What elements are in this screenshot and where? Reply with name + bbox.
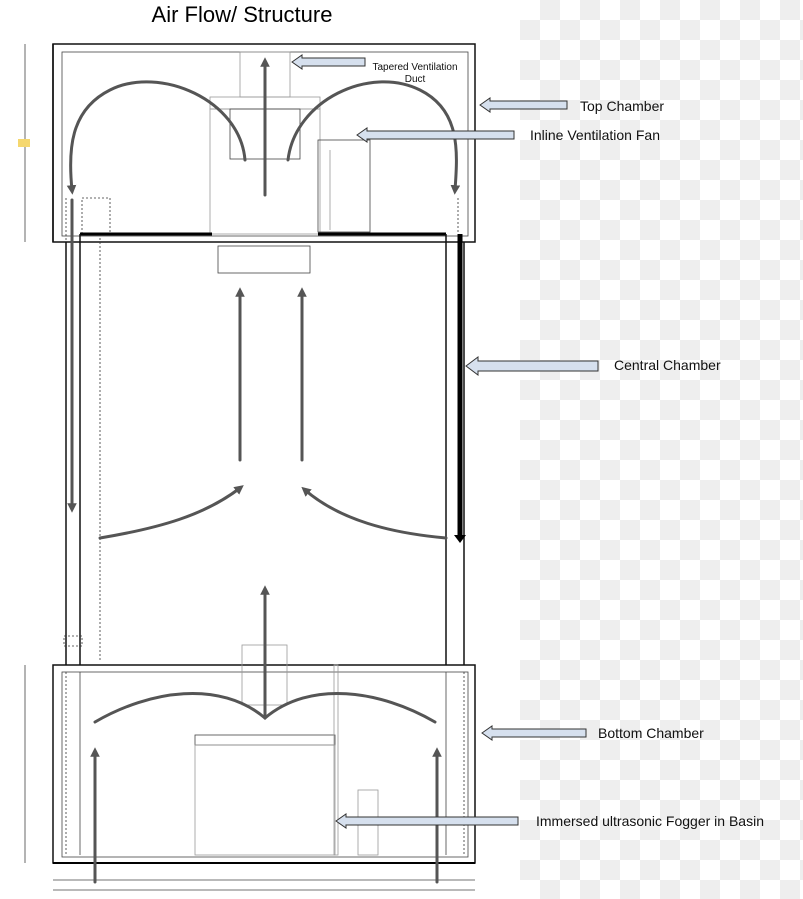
- label-central-chamber: Central Chamber: [614, 357, 721, 373]
- left-pointing-callout-arrow: [335, 813, 519, 829]
- dimension-highlight: [18, 139, 30, 147]
- label-fogger: Immersed ultrasonic Fogger in Basin: [536, 813, 764, 829]
- left-pointing-callout-arrow: [479, 97, 568, 113]
- airflow-arrow: [98, 485, 244, 540]
- airflow-arrows: [66, 57, 461, 884]
- callout-fogger: Immersed ultrasonic Fogger in Basin: [335, 813, 764, 829]
- left-pointing-callout-arrow: [356, 127, 515, 143]
- left-pointing-callout-arrow: [465, 356, 599, 376]
- callout-bottom-chamber: Bottom Chamber: [481, 725, 704, 741]
- airflow-arrow: [66, 80, 247, 195]
- central-chamber-structure: [63, 234, 466, 665]
- label-inline-fan: Inline Ventilation Fan: [530, 127, 660, 143]
- diagram-title: Air Flow/ Structure: [152, 2, 333, 27]
- label-bottom-chamber: Bottom Chamber: [598, 725, 704, 741]
- label-duct-line2: Duct: [405, 74, 426, 85]
- airflow-arrow: [286, 80, 461, 195]
- callout-central-chamber: Central Chamber: [465, 356, 721, 376]
- callout-fan: Inline Ventilation Fan: [356, 127, 660, 143]
- top-chamber-structure: [18, 43, 476, 274]
- callout-duct: Tapered Ventilation Duct: [291, 54, 458, 85]
- left-pointing-callout-arrow: [481, 725, 587, 741]
- airflow-arrow: [301, 486, 448, 540]
- left-pointing-callout-arrow: [291, 54, 366, 70]
- callout-top-chamber: Top Chamber: [479, 97, 664, 114]
- airflow-arrow: [93, 692, 437, 724]
- label-duct-line1: Tapered Ventilation: [372, 62, 457, 73]
- bottom-chamber-structure: [24, 644, 476, 891]
- label-top-chamber: Top Chamber: [580, 98, 664, 114]
